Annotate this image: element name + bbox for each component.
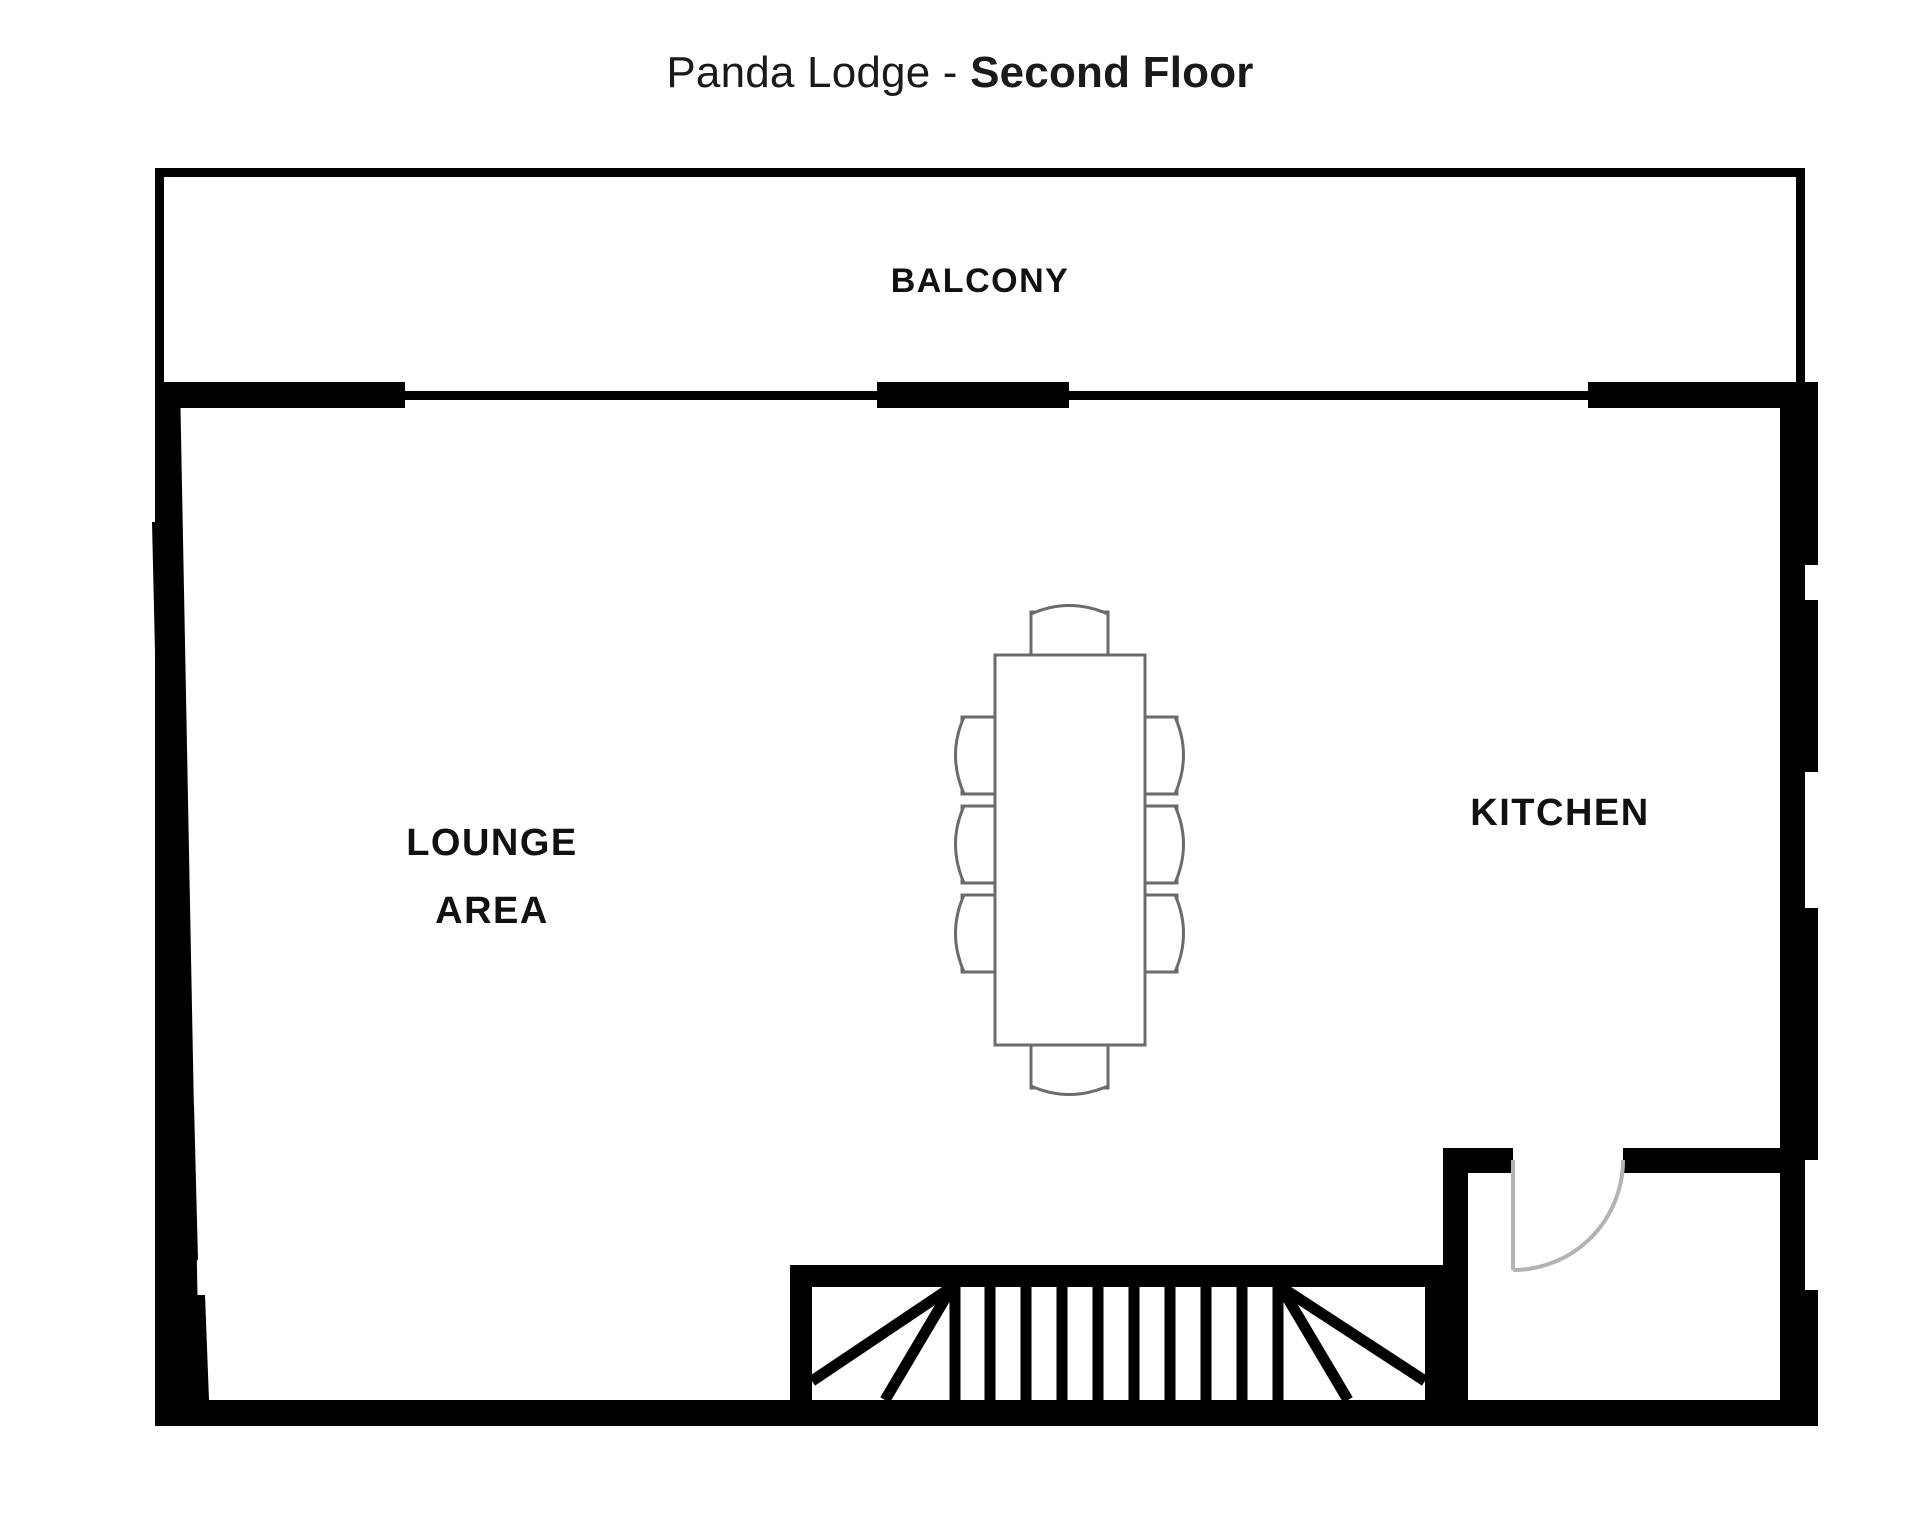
balcony-pillar-right xyxy=(1588,382,1805,408)
stair-winder-right xyxy=(1276,1282,1429,1403)
title-property-name: Panda Lodge - xyxy=(666,48,971,97)
balcony-wall-right xyxy=(1796,168,1805,398)
stair-winder-left xyxy=(808,1282,957,1403)
bottom-exterior-wall xyxy=(180,1400,1805,1426)
right-wall-window-1 xyxy=(1780,382,1818,565)
closet-wall-top-left-stub xyxy=(1443,1148,1513,1173)
closet-wall-top-right xyxy=(1623,1148,1805,1173)
stair-wall-top xyxy=(790,1265,1447,1287)
balcony-pillar-left xyxy=(155,382,405,408)
balcony-wall-left xyxy=(155,168,164,398)
room-label-balcony: BALCONY xyxy=(891,262,1070,300)
stair-winder-left-line-2 xyxy=(880,1284,957,1403)
right-wall-window-3 xyxy=(1780,908,1818,1160)
stair-wall-right xyxy=(1425,1265,1447,1426)
title-floor-name: Second Floor xyxy=(970,48,1254,97)
closet-room xyxy=(1443,1148,1805,1426)
stair-winder-right-line-1 xyxy=(1277,1282,1429,1386)
balcony-pillar-center xyxy=(877,382,1069,408)
door-swing-arc xyxy=(1512,1159,1625,1272)
stair-winder-left-line-1 xyxy=(808,1282,956,1386)
room-label-lounge-line2: AREA xyxy=(435,890,549,932)
room-label-lounge-line1: LOUNGE xyxy=(406,822,578,864)
balcony-divider-pillars xyxy=(155,382,1805,408)
left-wall-window-1 xyxy=(152,522,175,652)
left-wall-window-4 xyxy=(178,1295,210,1426)
page-title: Panda Lodge - Second Floor xyxy=(0,48,1920,98)
right-wall-window-2 xyxy=(1780,600,1818,772)
stair-wall-left xyxy=(790,1265,812,1426)
dining-table-surface xyxy=(993,653,1147,1047)
stair-treads xyxy=(949,1287,1284,1400)
main-outer-walls xyxy=(152,382,1818,1426)
dining-table-group xyxy=(954,604,1185,1096)
stair-winder-right-line-2 xyxy=(1276,1284,1353,1403)
closet-wall-left xyxy=(1443,1148,1468,1426)
balcony-wall-top xyxy=(155,168,1805,177)
staircase-group xyxy=(790,1265,1447,1426)
room-label-kitchen: KITCHEN xyxy=(1470,792,1649,834)
left-wall-window-2 xyxy=(158,690,187,850)
left-wall-window-3 xyxy=(168,1105,198,1260)
